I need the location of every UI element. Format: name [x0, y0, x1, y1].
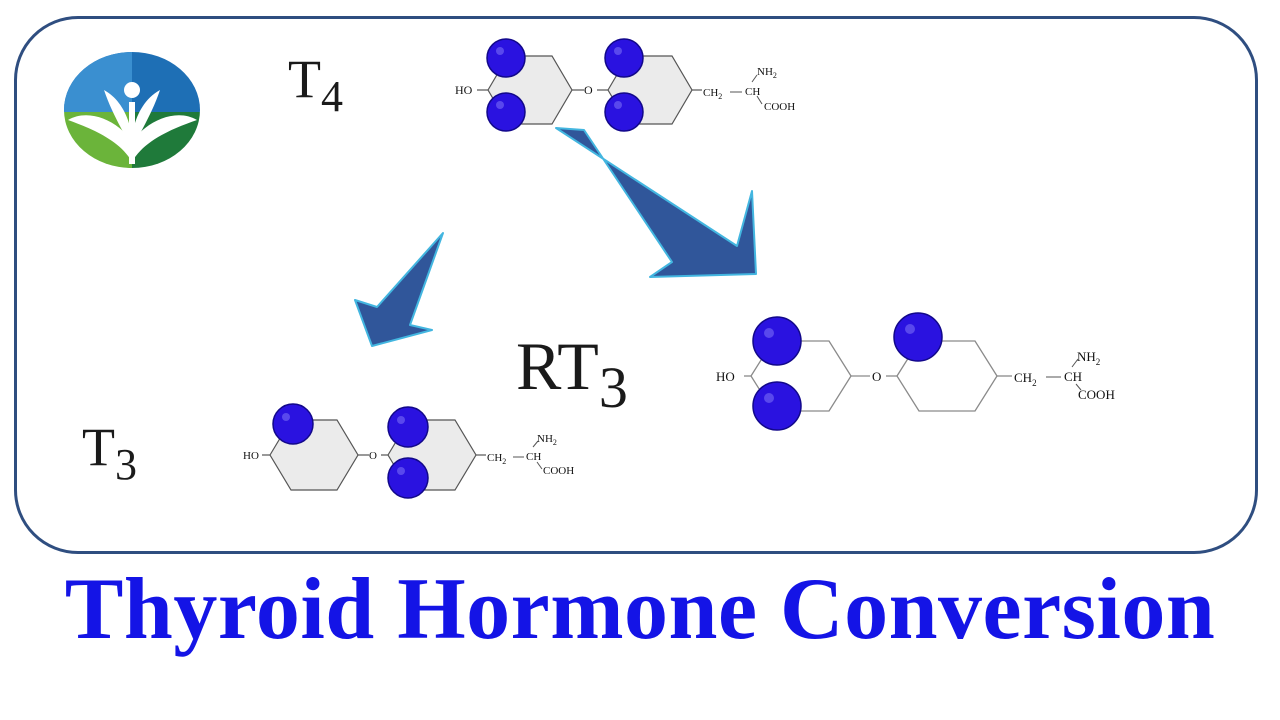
t3-iodine-2 — [387, 406, 429, 448]
rt3-ch2-label: CH2 — [1014, 370, 1037, 388]
molecule-t4: HO O CH2 CH NH2 COOH — [455, 38, 795, 132]
rt3-iodine-3 — [893, 312, 943, 362]
rt3-cooh-label: COOH — [1078, 387, 1115, 402]
molecule-t3: HO O CH2 CH NH2 COOH — [243, 403, 574, 499]
rt3-ch-label: CH — [1064, 369, 1082, 384]
label-rt3: RT3 — [516, 332, 628, 417]
t4-ch2-label: CH2 — [703, 87, 722, 101]
t3-iodine-3 — [387, 457, 429, 499]
t4-iodine-2 — [486, 92, 526, 132]
t3-iodine-1 — [272, 403, 314, 445]
t4-nh2-label: NH2 — [757, 66, 777, 80]
logo-icon — [64, 52, 200, 168]
label-rt3-base: RT — [516, 328, 599, 404]
t4-o-label: O — [584, 83, 593, 97]
label-t4-sub: 4 — [321, 72, 343, 121]
t4-iodine-3 — [604, 38, 644, 78]
label-rt3-sub: 3 — [598, 355, 628, 420]
t4-iodine-4 — [604, 92, 644, 132]
t4-ho-label: HO — [455, 83, 473, 97]
t4-iodine-1 — [486, 38, 526, 78]
t4-cooh-label: COOH — [764, 101, 795, 113]
molecule-rt3: HO O CH2 CH NH2 COOH — [716, 312, 1115, 431]
rt3-ho-label: HO — [716, 369, 735, 384]
label-t3-base: T — [82, 417, 115, 477]
rt3-o-label: O — [872, 369, 881, 384]
label-t4: T4 — [288, 49, 343, 119]
page-title: Thyroid Hormone Conversion — [64, 561, 1216, 658]
rt3-iodine-2 — [752, 381, 802, 431]
t3-ch-label: CH — [526, 451, 541, 463]
t3-ho-label: HO — [243, 450, 259, 462]
label-t3-sub: 3 — [115, 440, 137, 489]
rt3-nh2-label: NH2 — [1077, 349, 1100, 367]
label-t4-base: T — [288, 49, 321, 109]
t3-nh2-label: NH2 — [537, 433, 557, 447]
t4-ch-label: CH — [745, 86, 760, 98]
label-t3: T3 — [82, 417, 137, 487]
t3-cooh-label: COOH — [543, 465, 574, 477]
arrow-to-rt3 — [555, 127, 757, 278]
rt3-iodine-1 — [752, 316, 802, 366]
t3-o-label: O — [369, 450, 377, 462]
arrow-to-t3 — [354, 232, 444, 347]
t3-ch2-label: CH2 — [487, 452, 506, 466]
